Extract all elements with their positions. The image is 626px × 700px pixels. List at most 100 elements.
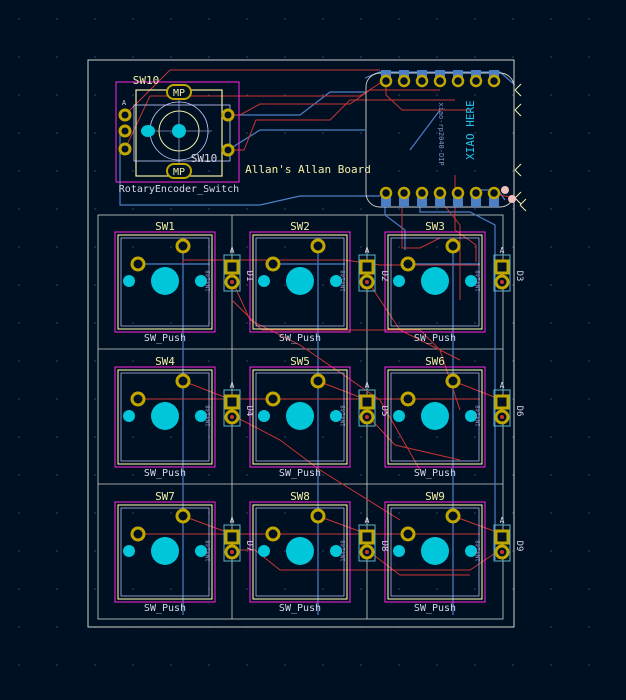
switch-reference: SW6 (425, 355, 445, 368)
diode-reference: D6 (514, 406, 524, 417)
switch-pin-1 (265, 256, 281, 272)
switch-peg-hole (465, 410, 477, 422)
switch-silkscreen-outline (117, 369, 213, 465)
switch-courtyard (384, 501, 486, 603)
diode-pad-square (359, 259, 375, 275)
xiao-pin-ring (397, 186, 411, 200)
diode-pin-label: A (500, 516, 505, 525)
switch-courtyard (114, 366, 216, 468)
switch-peg-hole (195, 545, 207, 557)
switch-peg-hole (258, 275, 270, 287)
diode-pad-square (494, 259, 510, 275)
switch-courtyard (114, 501, 216, 603)
xiao-pin (415, 186, 429, 207)
diode-back-label: 1N4148 (340, 540, 347, 562)
xiao-pin (451, 70, 465, 88)
switch-peg-hole (258, 545, 270, 557)
encoder-pins (118, 108, 235, 157)
switch-value: SW_Push (279, 468, 321, 479)
switch-fab-outline (390, 372, 480, 462)
xiao-pin-ring (379, 74, 393, 88)
switch-fab-outline (120, 507, 210, 597)
switch-reference: SW1 (155, 220, 175, 233)
xiao-pin (487, 70, 501, 88)
switch-fab-outline (255, 372, 345, 462)
switch-value: SW_Push (414, 333, 456, 344)
xiao-pin-ring (451, 186, 465, 200)
switch-center-hole (286, 537, 314, 565)
switch-silkscreen-outline (117, 504, 213, 600)
switch-silkscreen-outline (252, 369, 348, 465)
diode-courtyard (493, 524, 511, 562)
xiao-pin-ring (487, 186, 501, 200)
switch-peg-hole (393, 275, 405, 287)
encoder-mount-pad-bottom: MP (166, 163, 192, 179)
diode-pad-drill (365, 550, 369, 554)
diode-courtyard (358, 524, 376, 562)
switch-pin-1 (130, 256, 146, 272)
xiao-pin-rows (379, 70, 501, 207)
diode-back-label: 1N4148 (475, 270, 482, 292)
xiao-pin-ring (433, 186, 447, 200)
diode-courtyard (493, 389, 511, 427)
switch-silkscreen-outline (387, 504, 483, 600)
switch-fab-outline (255, 507, 345, 597)
diode-reference: D4 (244, 406, 254, 417)
xiao-mcu-footprint: xiao-rp2040-DIP XIAO HERE (365, 70, 527, 212)
diode-reference: D8 (379, 541, 389, 552)
switch-silkscreen-outline (252, 504, 348, 600)
switch-value: SW_Push (144, 468, 186, 479)
switch-peg-hole (123, 410, 135, 422)
switch-pin-1 (130, 526, 146, 542)
xiao-pin-back-pad (453, 197, 463, 207)
diode-column: AD11N4148AD21N4148AD31N4148AD41N4148AD51… (205, 246, 524, 562)
diode-courtyard (223, 254, 241, 292)
diode-pad-square (224, 259, 240, 275)
switch-courtyard (384, 231, 486, 333)
switch-reference: SW5 (290, 355, 310, 368)
switch-silkscreen-outline (387, 369, 483, 465)
diode-courtyard (358, 254, 376, 292)
switch-value: SW_Push (144, 333, 186, 344)
switch-fab-outline (255, 237, 345, 327)
diode-back-label: 1N4148 (340, 405, 347, 427)
xiao-test-pad (508, 195, 516, 203)
encoder-side-hole (141, 125, 155, 137)
xiao-pin-ring (433, 74, 447, 88)
switch-reference: SW3 (425, 220, 445, 233)
xiao-pin (415, 70, 429, 88)
diode-pad-drill (365, 415, 369, 419)
switch-value: SW_Push (414, 603, 456, 614)
switch-center-hole (421, 267, 449, 295)
diode-reference: D5 (379, 406, 389, 417)
switch-peg-hole (195, 410, 207, 422)
switch-reference: SW2 (290, 220, 310, 233)
switch-peg-hole (465, 275, 477, 287)
switch-peg-hole (258, 410, 270, 422)
xiao-pin-ring (451, 74, 465, 88)
xiao-pin-ring (397, 74, 411, 88)
switch-fab-outline (120, 237, 210, 327)
switch-pin-2 (175, 238, 191, 254)
switch-peg-hole (123, 545, 135, 557)
xiao-pin (397, 70, 411, 88)
switch-reference: SW9 (425, 490, 445, 503)
xiao-pin (469, 70, 483, 88)
diode-back-label: 1N4148 (205, 540, 212, 562)
switch-value: SW_Push (414, 468, 456, 479)
switch-silkscreen-outline (387, 234, 483, 330)
switch-pin-1 (265, 391, 281, 407)
switch-peg-hole (393, 410, 405, 422)
xiao-pin (451, 186, 465, 207)
